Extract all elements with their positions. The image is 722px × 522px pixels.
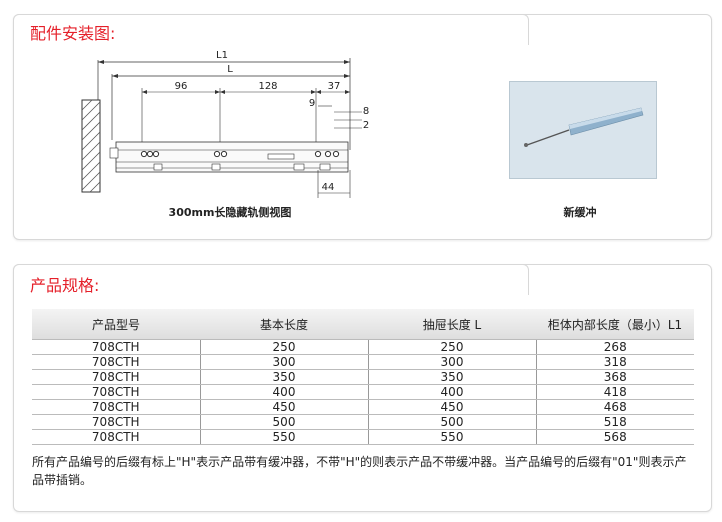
dim-l: L (227, 64, 233, 75)
table-row: 708CTH 250 250 268 (32, 339, 694, 355)
cabinet-wall (81, 99, 101, 193)
cell-drawer-length: 250 (368, 339, 537, 355)
cell-cabinet-length: 518 (536, 414, 694, 430)
dim-2: 2 (363, 120, 369, 131)
dim-9: 9 (309, 98, 315, 109)
slide-side-view-diagram: L1 L 96 128 37 9 8 2 44 (81, 50, 369, 198)
cell-model: 708CTH (32, 429, 201, 445)
cell-model: 708CTH (32, 369, 201, 385)
table-row: 708CTH 350 350 368 (32, 369, 694, 385)
cell-cabinet-length: 568 (536, 429, 694, 445)
col-cabinet-length: 柜体内部长度（最小）L1 (536, 309, 694, 340)
table-row: 708CTH 500 500 518 (32, 414, 694, 430)
cell-drawer-length: 550 (368, 429, 537, 445)
cell-model: 708CTH (32, 414, 201, 430)
dim-37: 37 (328, 81, 341, 92)
table-row: 708CTH 400 400 418 (32, 384, 694, 400)
table-row: 708CTH 550 550 568 (32, 429, 694, 445)
spec-table: 产品型号 基本长度 抽屉长度 L 柜体内部长度（最小）L1 708CTH 250… (32, 309, 694, 445)
specs-tab (13, 264, 529, 295)
col-model: 产品型号 (32, 309, 200, 340)
diagram-caption: 300mm长隐藏轨侧视图 (168, 206, 292, 219)
cell-cabinet-length: 468 (536, 399, 694, 415)
table-row: 708CTH 450 450 468 (32, 399, 694, 415)
cell-model: 708CTH (32, 399, 201, 415)
cell-base-length: 250 (200, 339, 369, 355)
dim-44: 44 (322, 182, 335, 193)
installation-title: 配件安装图: (30, 24, 116, 43)
cell-drawer-length: 500 (368, 414, 537, 430)
slide-rail (109, 141, 349, 173)
buffer-caption: 新缓冲 (563, 206, 597, 219)
specs-title: 产品规格: (30, 276, 100, 295)
cell-drawer-length: 300 (368, 354, 537, 370)
spec-note: 所有产品编号的后缀有标上"H"表示产品带有缓冲器，不带"H"的则表示产品不带缓冲… (32, 455, 687, 487)
table-row: 708CTH 300 300 318 (32, 354, 694, 370)
cell-base-length: 400 (200, 384, 369, 400)
col-drawer-length: 抽屉长度 L (368, 309, 536, 340)
dim-96: 96 (175, 81, 188, 92)
installation-tab (13, 14, 529, 45)
dim-l1: L1 (216, 50, 228, 61)
cell-base-length: 300 (200, 354, 369, 370)
cell-cabinet-length: 368 (536, 369, 694, 385)
cell-base-length: 450 (200, 399, 369, 415)
dim-128: 128 (258, 81, 277, 92)
col-base-length: 基本长度 (200, 309, 368, 340)
cell-drawer-length: 350 (368, 369, 537, 385)
cell-drawer-length: 400 (368, 384, 537, 400)
cell-cabinet-length: 418 (536, 384, 694, 400)
buffer-piston-icon (524, 107, 644, 147)
cell-model: 708CTH (32, 339, 201, 355)
cell-cabinet-length: 318 (536, 354, 694, 370)
cell-model: 708CTH (32, 354, 201, 370)
buffer-image (509, 81, 657, 179)
cell-drawer-length: 450 (368, 399, 537, 415)
cell-model: 708CTH (32, 384, 201, 400)
cell-base-length: 500 (200, 414, 369, 430)
spec-table-header: 产品型号 基本长度 抽屉长度 L 柜体内部长度（最小）L1 (32, 309, 694, 340)
cell-base-length: 550 (200, 429, 369, 445)
cell-cabinet-length: 268 (536, 339, 694, 355)
dim-8: 8 (363, 106, 369, 117)
cell-base-length: 350 (200, 369, 369, 385)
